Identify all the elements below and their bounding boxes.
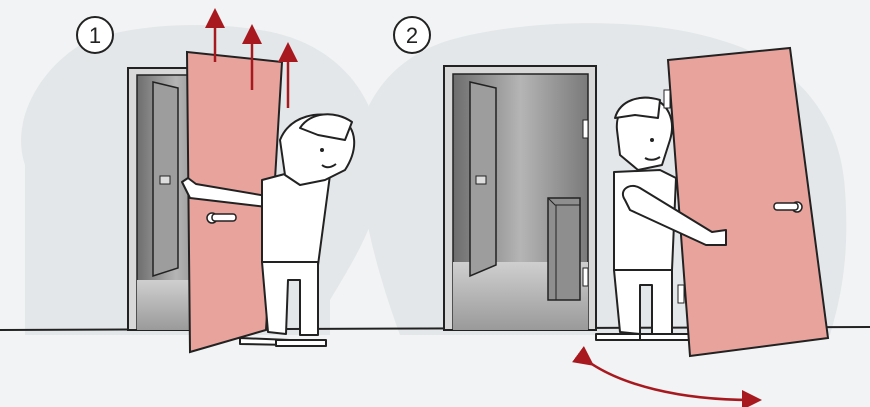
step-1-badge: 1 <box>77 17 113 53</box>
door-handle-icon <box>774 202 802 212</box>
step-2-badge: 2 <box>394 17 430 53</box>
swing-arrow-icon <box>586 360 752 400</box>
door-handle-icon <box>207 213 236 223</box>
step-2-number: 2 <box>406 23 418 48</box>
door-frame-2 <box>444 66 596 330</box>
step-1-number: 1 <box>89 23 101 48</box>
